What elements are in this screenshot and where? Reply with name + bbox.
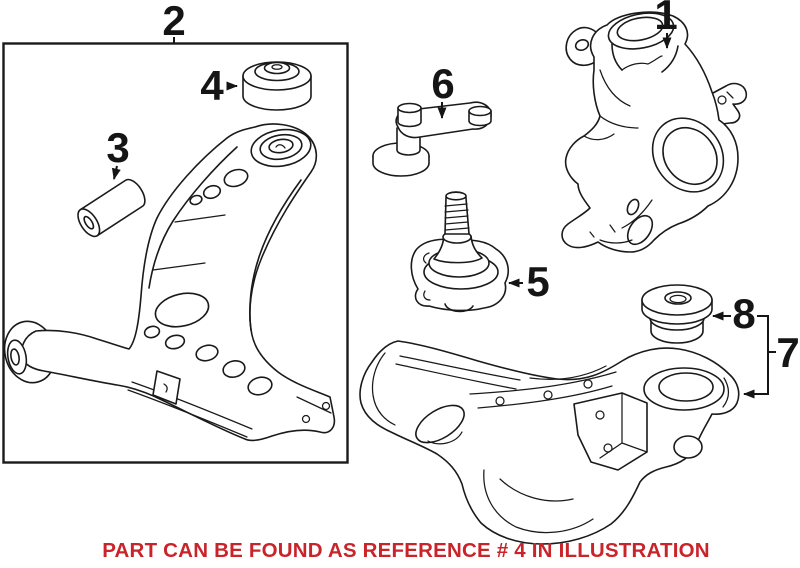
callout-5-label: 5 [526, 258, 549, 305]
callout-8: 8 [712, 290, 756, 337]
sleeve-drawing [77, 178, 146, 238]
subframe-drawing [359, 340, 740, 545]
reference-note: PART CAN BE FOUND AS REFERENCE # 4 IN IL… [102, 539, 710, 562]
callout-1-label: 1 [654, 0, 677, 38]
callout-3-label: 3 [106, 124, 129, 171]
ball-joint-drawing [410, 191, 509, 313]
control-arm-drawing [3, 123, 336, 442]
knuckle-drawing [561, 11, 748, 253]
callout-3-arrow [111, 165, 121, 180]
callout-2: 2 [162, 0, 185, 44]
callout-4-label: 4 [200, 62, 224, 109]
callout-1: 1 [654, 0, 678, 49]
callout-3: 3 [106, 124, 130, 180]
callout-8-label: 8 [732, 290, 755, 337]
callout-4: 4 [200, 62, 238, 109]
bushing-drawing [242, 61, 312, 111]
control-arm-holes [143, 168, 273, 396]
subframe-bushing-drawing [641, 284, 713, 344]
callout-2-label: 2 [162, 0, 185, 44]
control-arm-outline [20, 123, 336, 442]
stud-threads [444, 203, 470, 231]
callout-6-label: 6 [431, 60, 454, 107]
callout-7: 7 [743, 315, 800, 399]
callout-5: 5 [508, 258, 550, 305]
callout-7-bracket [743, 315, 769, 399]
callout-6: 6 [431, 60, 455, 119]
bracket-link-drawing [372, 101, 492, 177]
callout-7-label: 7 [776, 329, 799, 376]
callouts: 1 2 3 4 5 6 8 7 [106, 0, 800, 399]
